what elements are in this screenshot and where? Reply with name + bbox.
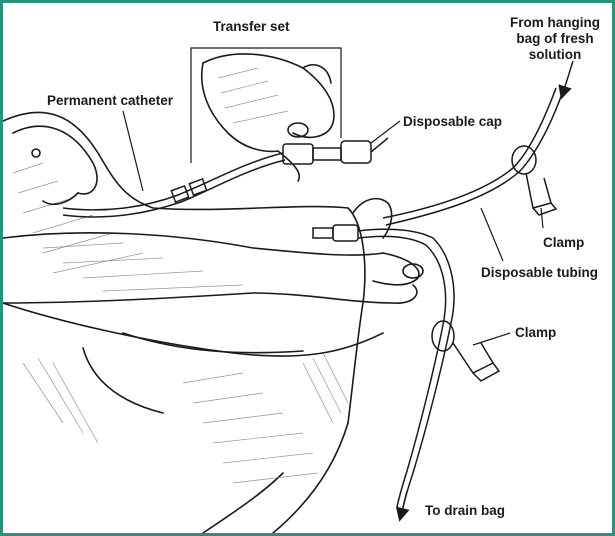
label-from-hanging-bag: From hanging bag of fresh solution bbox=[503, 15, 607, 63]
label-clamp-lower: Clamp bbox=[515, 325, 557, 340]
label-from-hanging-bag-line1: From hanging bbox=[510, 15, 600, 30]
label-from-hanging-bag-line2: bag of fresh bbox=[516, 31, 594, 46]
body-outline bbox=[3, 111, 384, 533]
label-transfer-set: Transfer set bbox=[213, 19, 290, 34]
arrow-to-drain bbox=[395, 490, 410, 522]
label-disposable-cap: Disposable cap bbox=[403, 114, 503, 129]
fresh-solution-tube bbox=[382, 87, 564, 226]
label-to-drain-bag: To drain bag bbox=[425, 503, 505, 518]
disposable-cap-assembly bbox=[282, 137, 389, 165]
label-disposable-tubing: Disposable tubing bbox=[481, 265, 599, 280]
label-permanent-catheter: Permanent catheter bbox=[47, 93, 174, 108]
left-hand bbox=[12, 125, 98, 205]
catheter-tube bbox=[62, 152, 286, 218]
upper-clamp bbox=[511, 145, 558, 216]
label-clamp-upper: Clamp bbox=[543, 235, 585, 250]
lower-clamp bbox=[431, 320, 501, 382]
body-shading bbox=[12, 162, 349, 484]
lower-hand bbox=[3, 197, 424, 304]
drain-tube bbox=[312, 224, 455, 509]
arrow-from-bag bbox=[558, 60, 574, 100]
leader-lines bbox=[122, 47, 544, 346]
label-from-hanging-bag-line3: solution bbox=[528, 47, 582, 62]
dialysis-exchange-illustration bbox=[3, 47, 574, 533]
upper-hand bbox=[201, 53, 335, 182]
